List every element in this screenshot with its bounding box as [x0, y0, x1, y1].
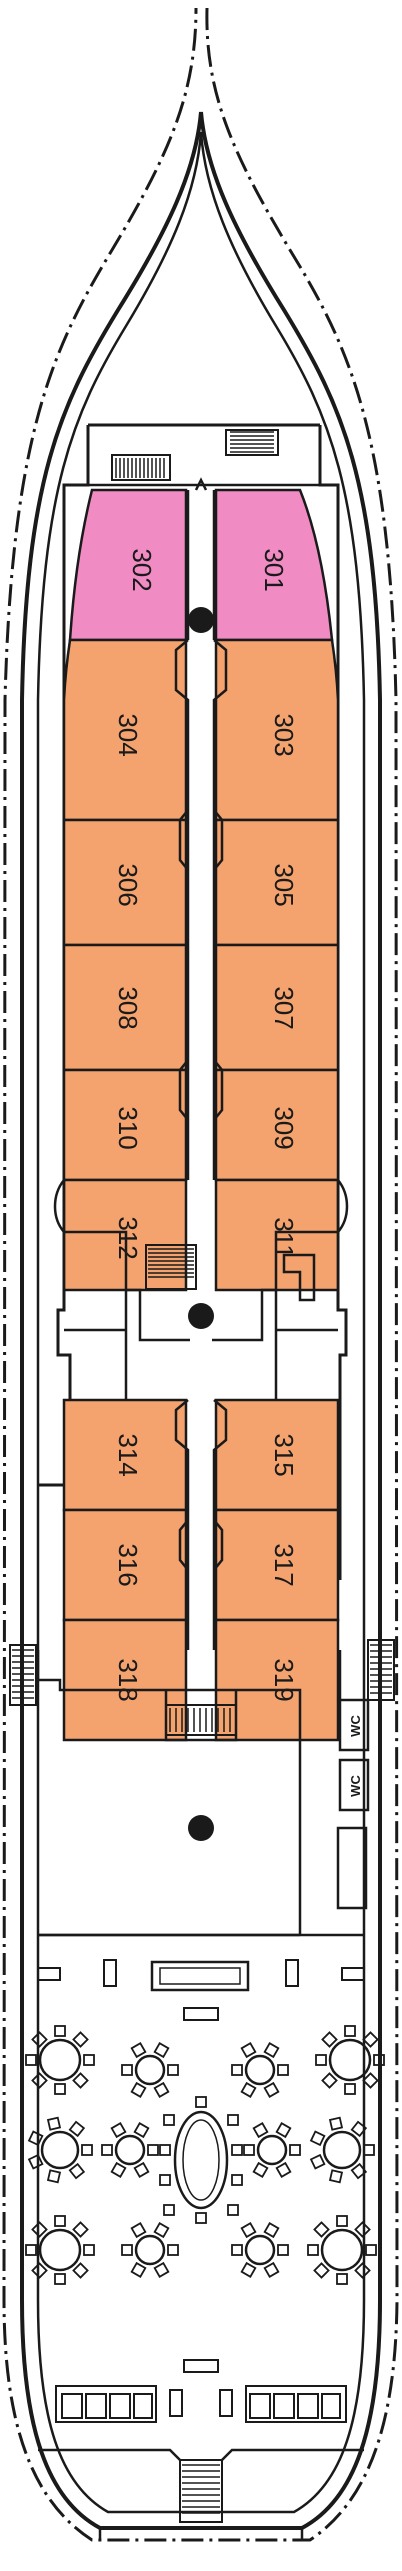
dining-table: [309, 2116, 375, 2184]
dining-sideboard-right: [341, 1967, 365, 1981]
dining-column-mid-right: [183, 2359, 219, 2373]
dining-table: [25, 2215, 95, 2285]
hull-outer-line: [2, 7, 399, 2542]
aft-corridor: [174, 1399, 228, 1650]
forward-corridor: [174, 477, 228, 1180]
lift-symbol: [282, 1253, 316, 1302]
midship-arc-left: [53, 1179, 66, 1233]
dining-table: [307, 2215, 377, 2285]
wc-room-upper: [338, 1698, 370, 1752]
dining-table: [25, 2025, 95, 2095]
cabin-number-314: 314: [113, 1433, 143, 1476]
cabin-number-302: 302: [127, 548, 157, 591]
cabin-number-319: 319: [269, 1658, 299, 1701]
cabin-number-303: 303: [269, 713, 299, 756]
dining-table: [315, 2025, 385, 2095]
dining-banquette-left: [55, 2385, 157, 2423]
dining-table-oval: [159, 2096, 243, 2224]
dining-table: [121, 2042, 179, 2098]
midship-lobby: [62, 1180, 340, 1400]
dining-column-mid-left: [183, 2007, 219, 2021]
dining-banquette-right: [245, 2385, 347, 2423]
dining-sideboard-left: [37, 1967, 61, 1981]
dining-table: [101, 2122, 159, 2178]
dining-column-right: [285, 1959, 299, 1987]
stern-stairs: [179, 2459, 223, 2523]
dining-column-aft-left: [169, 2389, 183, 2417]
cabin-319[interactable]: [214, 1618, 340, 1742]
dining-buffet: [150, 1960, 250, 1992]
dining-table: [231, 2222, 289, 2278]
cabin-number-306: 306: [113, 863, 143, 906]
muster-point-forward: [188, 607, 214, 633]
cabin-number-310: 310: [113, 1106, 143, 1149]
cabin-number-305: 305: [269, 863, 299, 906]
muster-point-aft: [188, 1815, 214, 1841]
wc-label-lower: WC: [348, 1775, 363, 1797]
forward-stairs-right: [225, 429, 279, 456]
forward-stairs-left: [111, 454, 171, 481]
muster-point-midship: [188, 1303, 214, 1329]
midship-stairs: [145, 1244, 197, 1290]
cabin-number-301: 301: [259, 548, 289, 591]
side-stairs-right: [367, 1639, 395, 1701]
cabin-number-307: 307: [269, 986, 299, 1029]
cabin-number-309: 309: [269, 1106, 299, 1149]
cabin-number-311: 311: [269, 1217, 299, 1258]
aft-stairs: [165, 1704, 237, 1736]
dining-room: [25, 2025, 385, 2285]
dining-table: [121, 2222, 179, 2278]
service-counter: [336, 1826, 368, 1910]
wc-label-upper: WC: [348, 1715, 363, 1737]
dining-column-aft-right: [219, 2389, 233, 2417]
dining-table: [231, 2042, 289, 2098]
dining-table: [27, 2116, 93, 2184]
cabin-number-318: 318: [113, 1658, 143, 1701]
midship-arc-right: [336, 1179, 349, 1233]
stern-transom: [38, 2448, 364, 2540]
hull-inner-line: [36, 131, 366, 2514]
dining-column-left: [103, 1959, 117, 1987]
cabin-number-316: 316: [113, 1543, 143, 1586]
hull-main-line: [20, 111, 382, 2530]
dining-table: [243, 2122, 301, 2178]
cabin-303[interactable]: [214, 638, 340, 822]
cabin-number-308: 308: [113, 986, 143, 1029]
cabin-number-317: 317: [269, 1543, 299, 1586]
cabin-number-304: 304: [113, 713, 143, 756]
wc-room-lower: [338, 1758, 370, 1812]
cabins-layer: 302 301 304 303 306 305 308 307 310 309 312 311 314 3…: [62, 488, 340, 1742]
side-stairs-left: [9, 1644, 37, 1706]
cabin-number-312: 312: [113, 1216, 143, 1259]
cabin-number-315: 315: [269, 1433, 299, 1476]
